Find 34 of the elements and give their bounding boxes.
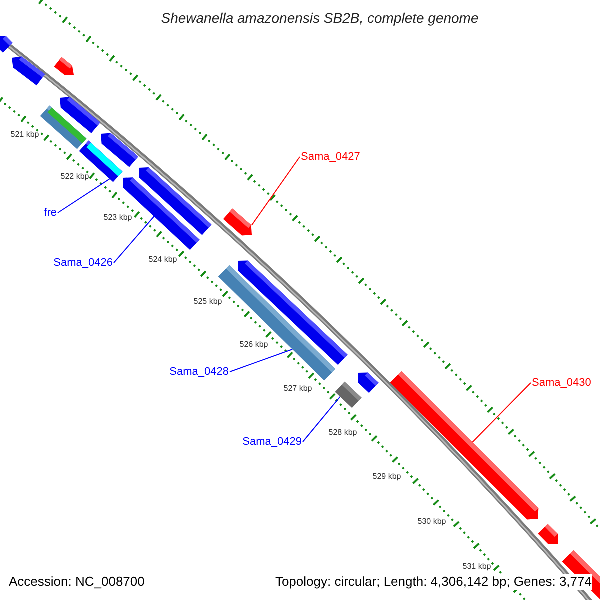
- leader-line: [58, 178, 110, 214]
- scale-label: 530 kbp: [418, 517, 446, 527]
- gene-label: Sama_0427: [301, 150, 360, 164]
- scale-label: 525 kbp: [194, 297, 222, 307]
- scale-label: 524 kbp: [148, 255, 178, 265]
- gene-block: [538, 524, 558, 544]
- gene-label: Sama_0428: [170, 365, 229, 379]
- scale-label: 526 kbp: [240, 340, 268, 350]
- scale-label: 522 kbp: [60, 172, 90, 182]
- title: Shewanella amazonensis SB2B, complete genome: [160, 9, 480, 28]
- gene-block: [358, 372, 379, 394]
- footer-note: Topology: circular; Length: 4,306,142 bp; Genes: 3,774: [275, 574, 592, 590]
- gene-block: [12, 56, 46, 86]
- gene-label: Sama_0430: [532, 376, 592, 390]
- gene-label: Sama_0429: [242, 435, 302, 449]
- scale-label: 531 kbp: [462, 562, 492, 572]
- leader-line: [302, 396, 341, 442]
- leader-line: [472, 382, 532, 443]
- gene-block: [54, 57, 74, 76]
- gene-block: [335, 382, 362, 408]
- leader-line: [114, 216, 155, 264]
- leader-line: [251, 156, 300, 226]
- scale-label: 523 kbp: [104, 213, 132, 223]
- leader-line: [230, 349, 294, 372]
- scale-label: 528 kbp: [328, 428, 358, 438]
- gene-block: [223, 208, 252, 236]
- gene-label: fre: [44, 206, 57, 220]
- scale-label: 529 kbp: [372, 472, 402, 482]
- gene-label: Sama_0426: [54, 256, 113, 270]
- scale-label: 521 kbp: [10, 130, 40, 140]
- footer-note: Accession: NC_008700: [9, 574, 145, 590]
- scale-label: 527 kbp: [284, 384, 312, 394]
- gene-block: [40, 106, 87, 150]
- gene-block: [0, 36, 13, 53]
